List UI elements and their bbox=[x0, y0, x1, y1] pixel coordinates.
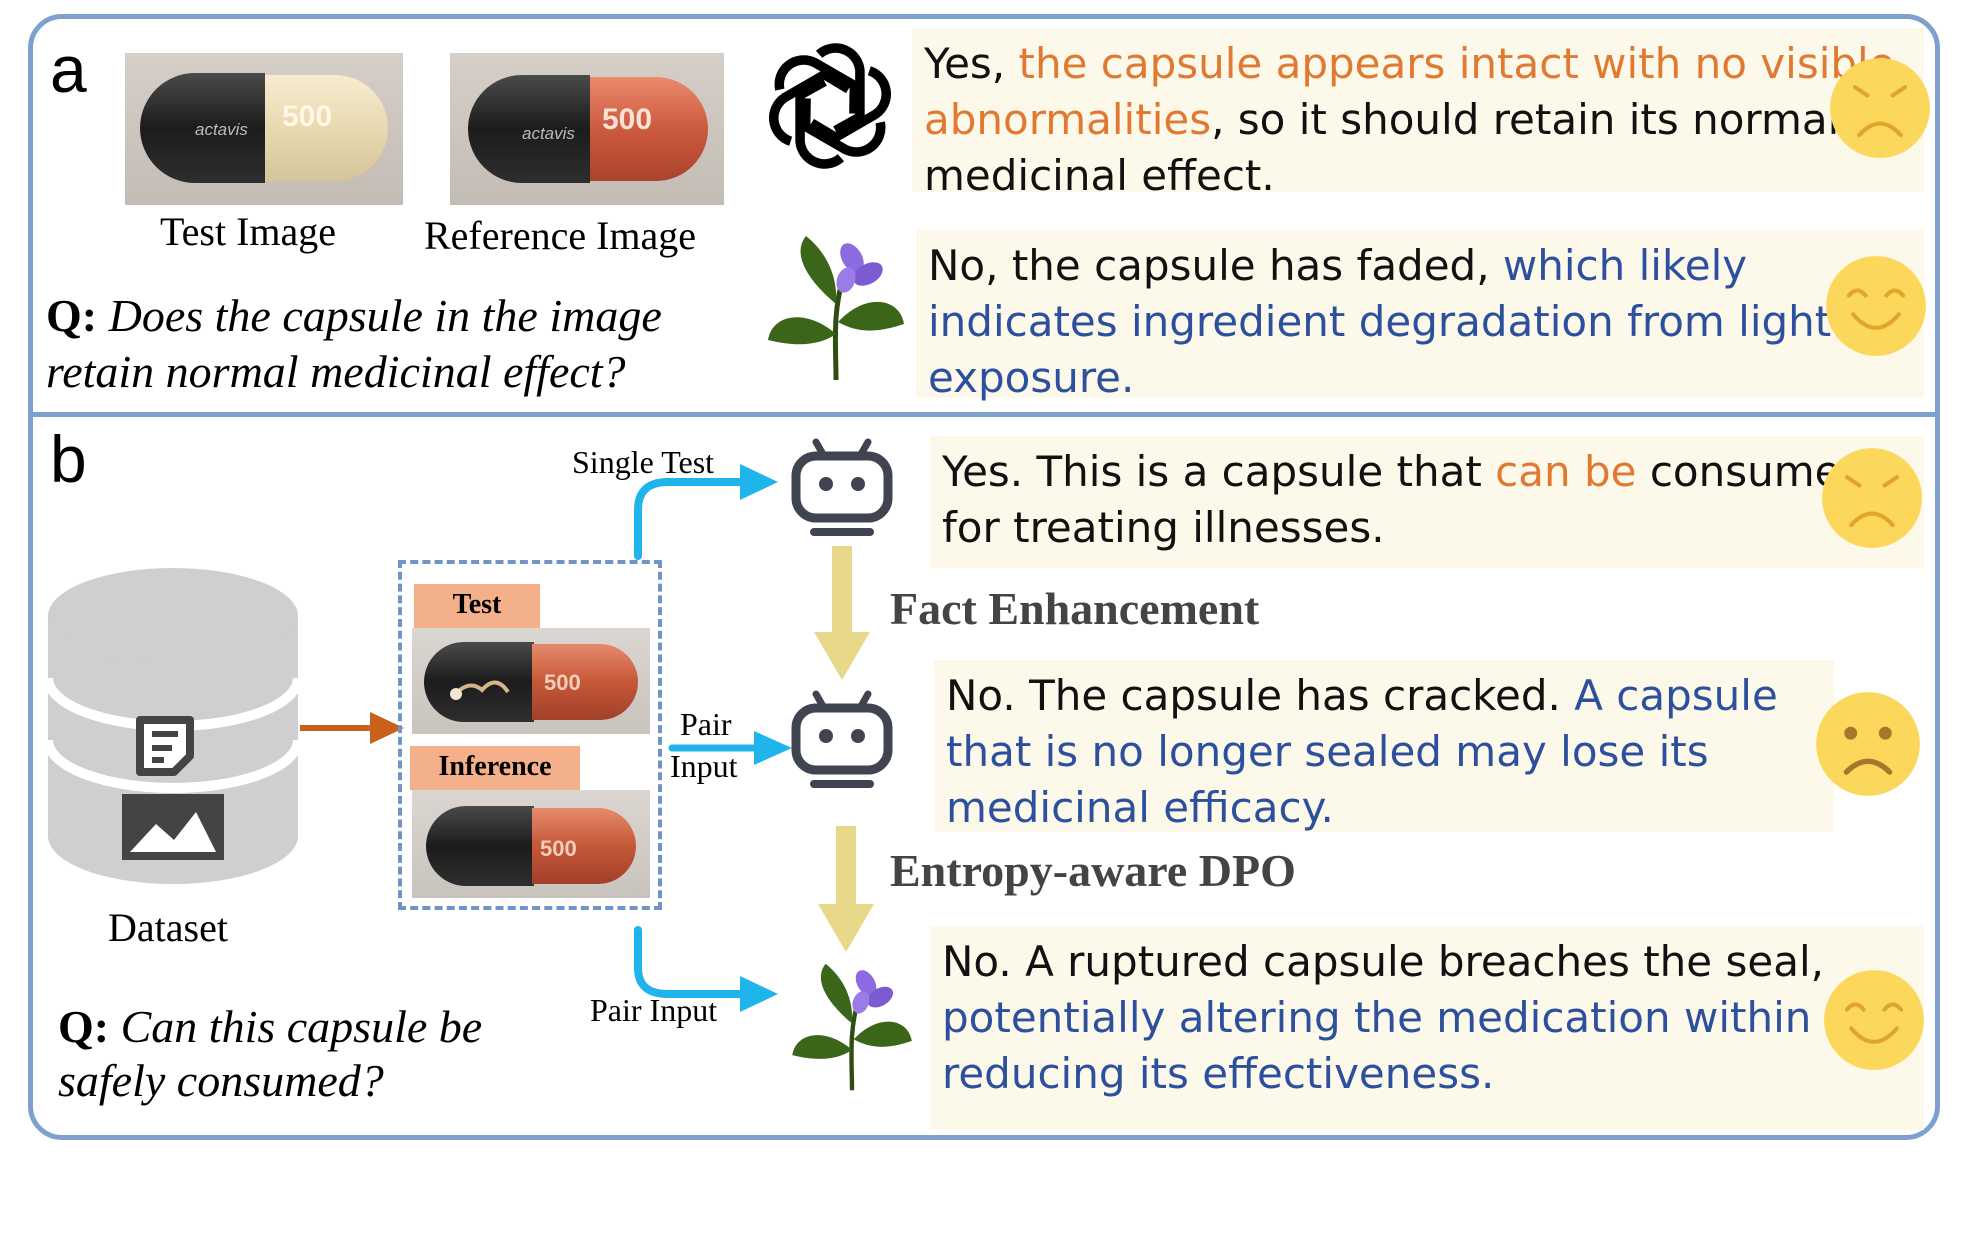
panel-divider bbox=[30, 412, 1938, 417]
answer3-highlight: potentially altering the medication with… bbox=[942, 993, 1904, 1098]
ours-answer-highlight: which likely indicates ingredient degrad… bbox=[928, 241, 1832, 402]
robot-icon bbox=[791, 438, 893, 536]
answer-entropy-dpo-bubble: No. A ruptured capsule breaches the seal… bbox=[930, 926, 1924, 1130]
answer1-part1: Yes. This is a capsule that bbox=[942, 447, 1496, 496]
pair-input-label: Pair bbox=[680, 702, 732, 746]
question-prefix: Q: bbox=[46, 290, 98, 341]
test-capsule-image: actavis 500 bbox=[125, 53, 403, 205]
gpt-answer-bubble: Yes, the capsule appears intact with no … bbox=[912, 28, 1924, 200]
ours-answer-bubble: No, the capsule has faded, which likely … bbox=[916, 230, 1924, 402]
fact-enhancement-label: Fact Enhancement bbox=[890, 583, 1260, 634]
question-prefix: Q: bbox=[58, 1001, 110, 1052]
test-tag: Test bbox=[414, 584, 540, 628]
question-text: Does the capsule in the image retain nor… bbox=[46, 290, 662, 397]
panel-b-question: Q: Can this capsule be safely consumed? bbox=[58, 1000, 578, 1108]
answer-single-test-bubble: Yes. This is a capsule that can be consu… bbox=[930, 436, 1924, 568]
answer2-part1: No. The capsule has cracked. bbox=[946, 671, 1575, 720]
entropy-dpo-label: Entropy-aware DPO bbox=[890, 845, 1296, 896]
panel-a-letter: a bbox=[50, 32, 87, 106]
pair-input-line1: Pair bbox=[680, 706, 732, 742]
ours-answer-part1: No, the capsule has faded, bbox=[928, 241, 1503, 290]
capsule-number-text: 500 bbox=[540, 836, 577, 861]
inference-capsule-image: 500 bbox=[412, 790, 650, 898]
answer-fact-enhanced-bubble: No. The capsule has cracked. A capsule t… bbox=[934, 660, 1834, 832]
capsule-brand-text: actavis bbox=[522, 124, 575, 143]
capsule-number-text: 500 bbox=[602, 103, 652, 136]
reference-capsule-image: actavis 500 bbox=[450, 53, 724, 205]
database-icon bbox=[43, 568, 303, 884]
answer2-highlight: A capsule that is no longer sealed may l… bbox=[946, 671, 1778, 832]
pair-input-bottom-arrow bbox=[634, 926, 778, 1012]
answer1-highlight: can be bbox=[1495, 447, 1637, 496]
dataset-label: Dataset bbox=[108, 905, 228, 950]
entropy-dpo-flow-arrow bbox=[818, 826, 874, 952]
single-test-arrow bbox=[634, 464, 778, 560]
inference-tag: Inference bbox=[410, 746, 580, 790]
gpt-answer-part3: , so it should retain its normal medicin… bbox=[924, 95, 1840, 200]
capsule-number-text: 500 bbox=[544, 670, 581, 695]
capsule-number-text: 500 bbox=[282, 100, 332, 133]
answer3-part1: No. A ruptured capsule breaches the seal… bbox=[942, 937, 1824, 986]
flower-plant-icon bbox=[792, 963, 912, 1091]
question-text: Can this capsule be safely consumed? bbox=[58, 1001, 483, 1106]
sad-face-icon bbox=[1816, 692, 1920, 796]
pair-input-arrow bbox=[668, 731, 792, 765]
panel-b-letter: b bbox=[50, 422, 87, 496]
flower-plant-icon bbox=[768, 236, 904, 381]
robot-icon bbox=[791, 690, 893, 788]
gpt-answer-part1: Yes, bbox=[924, 39, 1019, 88]
single-test-label: Single Test bbox=[572, 444, 715, 480]
fact-enhancement-flow-arrow bbox=[814, 546, 870, 680]
gpt-answer-highlight: the capsule appears intact with no visib… bbox=[924, 39, 1895, 144]
panel-a-question: Q: Does the capsule in the image retain … bbox=[46, 288, 776, 400]
image-icon bbox=[122, 794, 224, 860]
smiling-face-icon bbox=[1826, 256, 1926, 356]
smiling-face-icon bbox=[1824, 970, 1924, 1070]
frowning-face-icon bbox=[1830, 58, 1930, 158]
frowning-face-icon bbox=[1822, 448, 1922, 548]
test-image-caption: Test Image bbox=[160, 209, 337, 254]
openai-logo-icon bbox=[762, 43, 898, 174]
reference-image-caption: Reference Image bbox=[424, 213, 697, 258]
pair-input-line2: Input bbox=[670, 748, 738, 784]
document-icon bbox=[136, 716, 194, 776]
capsule-brand-text: actavis bbox=[195, 120, 248, 139]
input-pair-box bbox=[398, 560, 662, 910]
dataset-to-images-arrow bbox=[300, 712, 404, 744]
cracked-capsule-image: 500 bbox=[412, 628, 650, 734]
figure-frame bbox=[28, 14, 1940, 1140]
